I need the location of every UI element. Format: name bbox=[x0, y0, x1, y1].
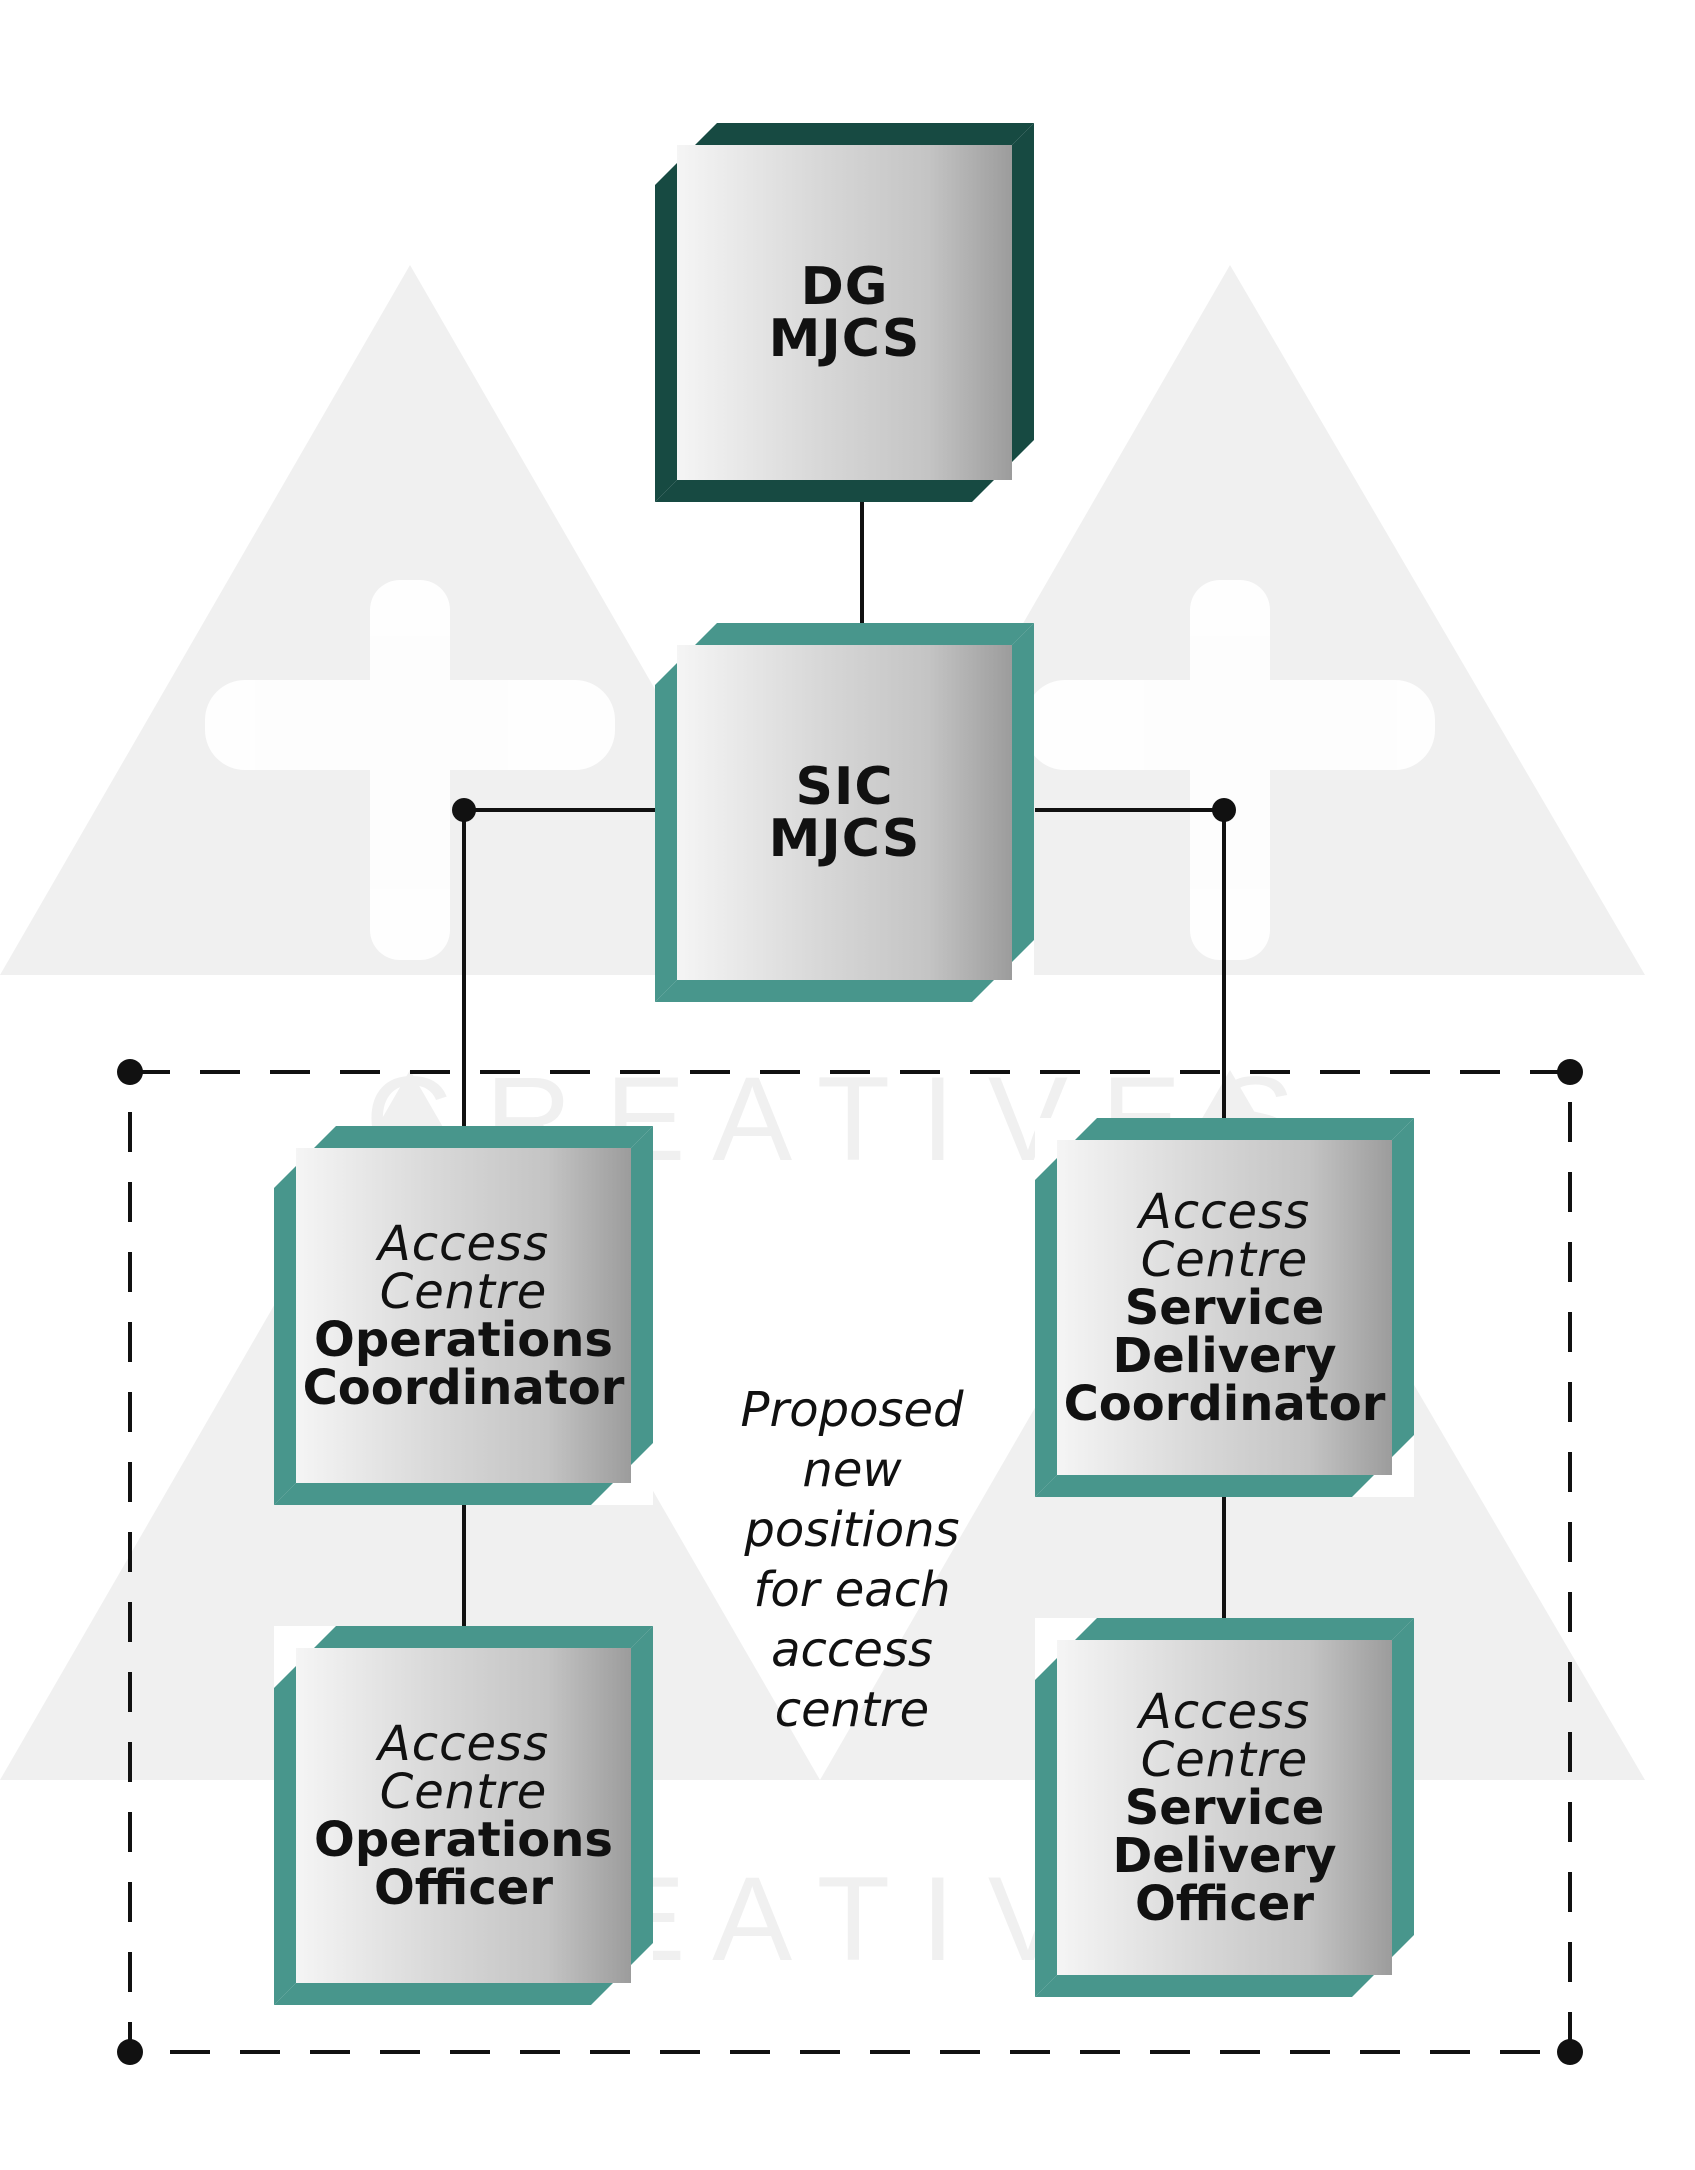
note-line: access bbox=[771, 1622, 933, 1678]
node-label-line: Centre bbox=[1140, 1731, 1309, 1788]
node-bevel bbox=[1035, 1118, 1057, 1497]
junction-dot bbox=[1212, 798, 1236, 822]
node-bevel bbox=[274, 1626, 653, 1648]
node-label-line: Coordinator bbox=[1063, 1375, 1386, 1432]
node-bevel bbox=[1035, 1618, 1057, 1997]
node-label-line: DG bbox=[800, 256, 889, 317]
node-bevel bbox=[631, 1126, 653, 1505]
node-label-line: Centre bbox=[379, 1263, 548, 1320]
note-line: Proposed bbox=[740, 1382, 964, 1438]
node-bevel bbox=[631, 1626, 653, 2005]
node-label-line: SIC bbox=[795, 756, 894, 817]
proposed-positions-note: Proposed new positions for each access c… bbox=[702, 1380, 1002, 1740]
node-label-line: MJCS bbox=[768, 808, 921, 869]
node-label-line: Access bbox=[377, 1215, 550, 1272]
node-label-line: Centre bbox=[379, 1763, 548, 1820]
node-bevel bbox=[274, 1483, 653, 1505]
node-bevel bbox=[274, 1983, 653, 2005]
node-face bbox=[296, 1148, 631, 1483]
node-label-line: Access bbox=[1138, 1183, 1311, 1240]
node-bevel bbox=[655, 480, 1034, 502]
node-bevel bbox=[1012, 623, 1034, 1002]
note-line: centre bbox=[774, 1682, 930, 1738]
node-box bbox=[655, 623, 1034, 1002]
node-bevel bbox=[655, 980, 1034, 1002]
node-label-line: Operations bbox=[314, 1811, 613, 1868]
node-bevel bbox=[274, 1626, 296, 2005]
node-bevel bbox=[655, 123, 1034, 145]
node-box bbox=[274, 1126, 653, 1505]
node-bevel bbox=[655, 623, 1034, 645]
node-bevel bbox=[1035, 1975, 1414, 1997]
node-bevel bbox=[1035, 1118, 1414, 1140]
node-label-line: Delivery bbox=[1112, 1327, 1337, 1384]
node-label-line: MJCS bbox=[768, 308, 921, 369]
node-bevel bbox=[1035, 1618, 1414, 1640]
node-label-line: Operations bbox=[314, 1311, 613, 1368]
node-bevel bbox=[1035, 1475, 1414, 1497]
node-face bbox=[1057, 1140, 1392, 1475]
node-label-line: Delivery bbox=[1112, 1827, 1337, 1884]
node-bevel bbox=[274, 1126, 296, 1505]
node-face bbox=[1057, 1640, 1392, 1975]
node-box bbox=[274, 1626, 653, 2005]
note-line: new bbox=[802, 1442, 902, 1498]
node-bevel bbox=[274, 1126, 653, 1148]
note-line: for each bbox=[753, 1562, 951, 1618]
node-bevel bbox=[655, 123, 677, 502]
node-frames bbox=[274, 123, 1414, 2005]
node-label-line: Service bbox=[1124, 1279, 1325, 1336]
node-label-line: Centre bbox=[1140, 1231, 1309, 1288]
connectors bbox=[462, 495, 1226, 1630]
node-face bbox=[677, 145, 1012, 480]
node-face bbox=[677, 645, 1012, 980]
node-bevel bbox=[1012, 123, 1034, 502]
note-line: positions bbox=[744, 1502, 960, 1558]
proposed-positions-boundary bbox=[117, 1059, 1583, 2065]
node-box bbox=[1035, 1618, 1414, 1997]
node-face bbox=[296, 1648, 631, 1983]
node-label-line: Coordinator bbox=[302, 1359, 625, 1416]
node-bevel bbox=[1392, 1118, 1414, 1497]
node-label-line: Service bbox=[1124, 1779, 1325, 1836]
junction-dot bbox=[452, 798, 476, 822]
node-bevel bbox=[655, 623, 677, 1002]
node-label-line: Access bbox=[377, 1715, 550, 1772]
node-box bbox=[1035, 1118, 1414, 1497]
node-box bbox=[655, 123, 1034, 502]
node-label-line: Officer bbox=[1134, 1875, 1314, 1932]
node-label-line: Officer bbox=[373, 1859, 553, 1916]
node-bevel bbox=[1392, 1618, 1414, 1997]
node-label-line: Access bbox=[1138, 1683, 1311, 1740]
